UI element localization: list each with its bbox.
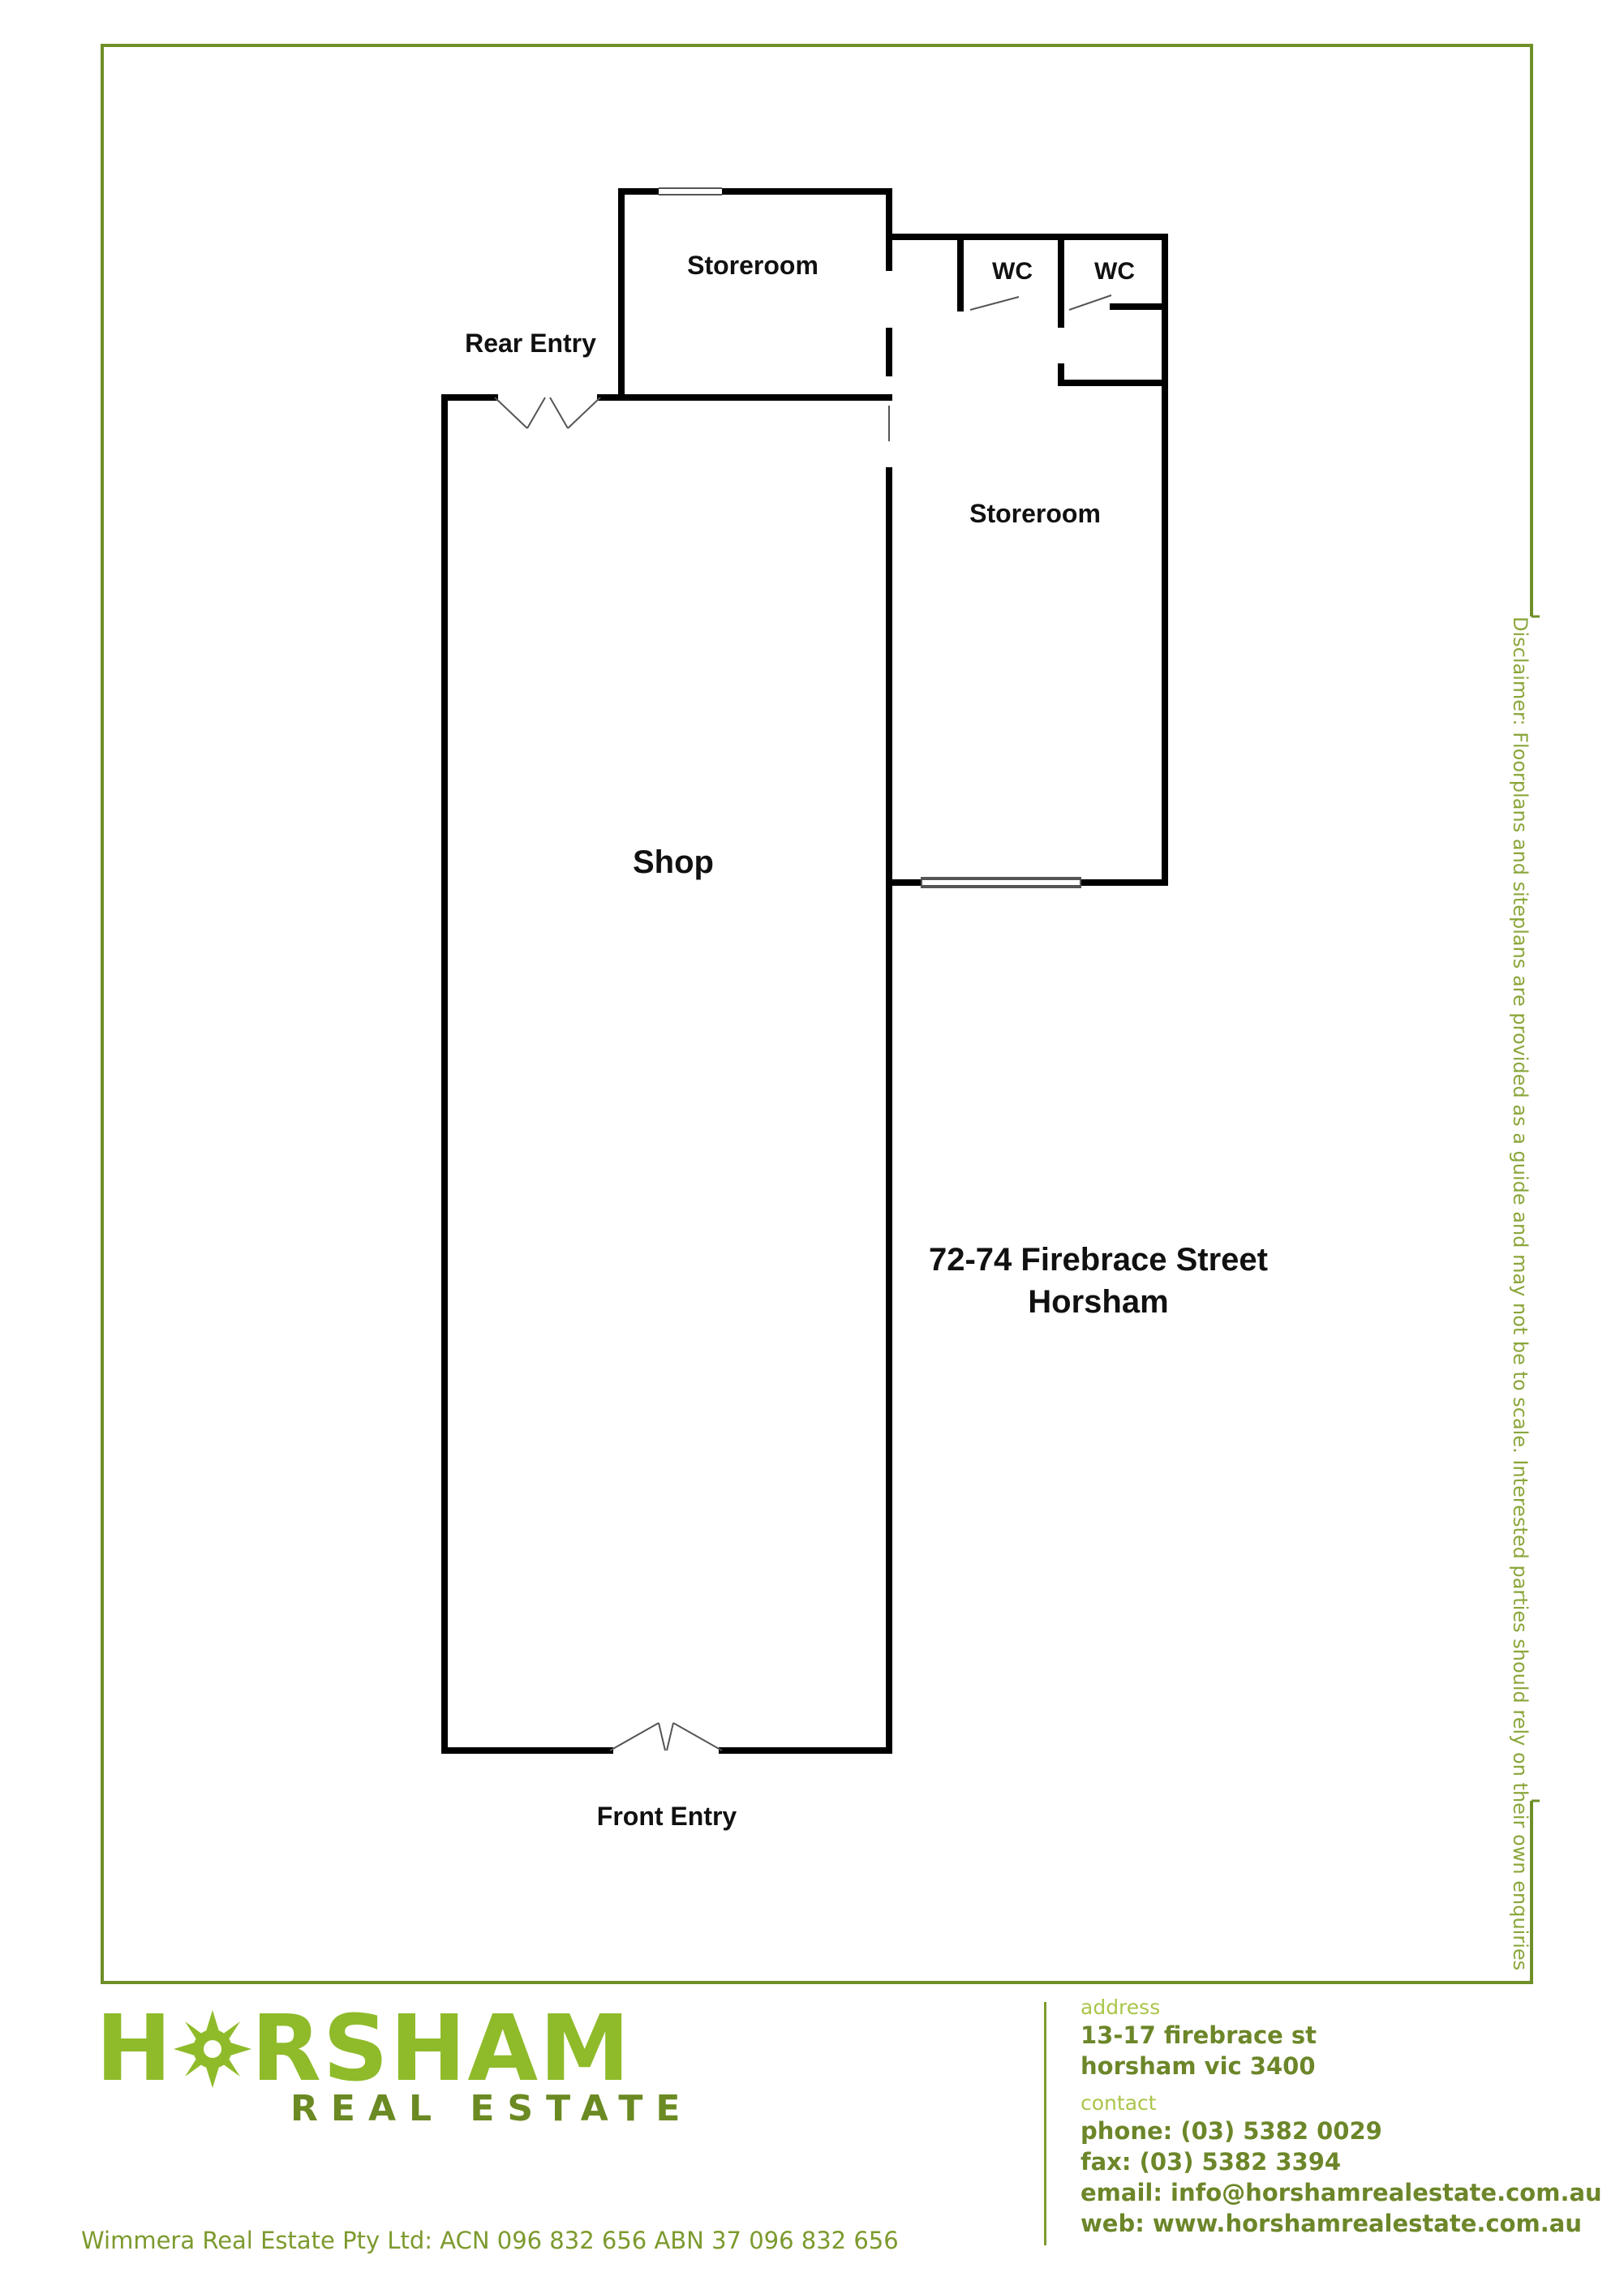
- page-frame: [101, 44, 1533, 1984]
- storeroom-window: [921, 877, 1081, 888]
- logo-wordmark: H RSHAM: [96, 2004, 632, 2094]
- address-suburb: horsham vic 3400: [1081, 2052, 1316, 2080]
- fax-number: fax: (03) 5382 3394: [1081, 2148, 1342, 2176]
- company-details: Wimmera Real Estate Pty Ltd: ACN 096 832…: [81, 2227, 899, 2254]
- website-link[interactable]: web: www.horshamrealestate.com.au: [1081, 2210, 1582, 2237]
- storeroom-top-walls: [618, 188, 892, 401]
- passage-wall: [1058, 363, 1168, 386]
- footer-divider: [1044, 2002, 1046, 2245]
- storeroom-top-label: Storeroom: [687, 251, 818, 280]
- top-wall-window: [659, 187, 722, 195]
- wc-1-label: WC: [992, 258, 1033, 285]
- shop-wall-left: [441, 394, 613, 1754]
- openings: [494, 187, 1112, 1751]
- address-heading: address: [1081, 1995, 1161, 2019]
- shop-label: Shop: [633, 844, 714, 880]
- contact-heading: contact: [1081, 2091, 1157, 2115]
- logo-letters-rsham: RSHAM: [251, 1996, 632, 2102]
- rear-entry-door: [494, 397, 601, 429]
- logo-tagline: REAL ESTATE: [290, 2088, 694, 2129]
- wc-2-label: WC: [1094, 258, 1135, 285]
- horsham-logo: H RSHAM REAL ESTATE: [96, 2004, 720, 2129]
- address-line-1: 72-74 Firebrace Street: [929, 1242, 1268, 1278]
- wc-block-walls: [889, 234, 1168, 886]
- wc-doors: [969, 294, 1112, 311]
- address-street: 13-17 firebrace st: [1081, 2021, 1317, 2049]
- contact-block: address 13-17 firebrace st horsham vic 3…: [1081, 1995, 1602, 2239]
- sun-icon: [173, 2004, 251, 2094]
- front-entry-label: Front Entry: [597, 1802, 737, 1831]
- email-address[interactable]: email: info@horshamrealestate.com.au: [1081, 2179, 1602, 2206]
- walls: [441, 188, 1168, 1754]
- storeroom-right-label: Storeroom: [969, 499, 1101, 528]
- front-entry-door: [609, 1722, 723, 1751]
- disclaimer-text: Disclaimer: Floorplans and siteplans are…: [1509, 616, 1532, 1971]
- rear-entry-label: Rear Entry: [465, 329, 596, 358]
- logo-letter-h: H: [96, 1996, 174, 2102]
- address-line-2: Horsham: [1028, 1284, 1168, 1320]
- phone-number: phone: (03) 5382 0029: [1081, 2117, 1382, 2145]
